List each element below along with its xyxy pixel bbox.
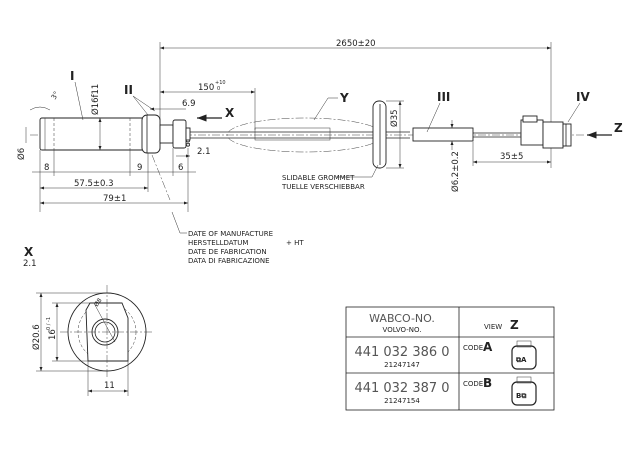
nut-width-label: 6 bbox=[178, 163, 183, 173]
view-x-title: X bbox=[24, 245, 34, 259]
volvo-number: 21247147 bbox=[384, 361, 420, 369]
callout-part-1: I bbox=[70, 69, 74, 83]
date-note-line-4: DATA DI FABRICAZIONE bbox=[188, 257, 270, 265]
connector-length-label: 35±5 bbox=[500, 152, 523, 162]
variant-table: WABCO-NO. VOLVO-NO. VIEW Z 441 032 386 0… bbox=[345, 306, 555, 411]
code-label: CODE bbox=[463, 344, 483, 352]
grommet-tol-lower: 0 bbox=[217, 86, 220, 92]
view-x-width-label: 11 bbox=[104, 381, 115, 391]
svg-text:⧉A: ⧉A bbox=[516, 356, 527, 364]
sensor-body: PROD bbox=[39, 114, 191, 154]
view-x-height-label: 16 bbox=[48, 329, 58, 340]
sensor-length-dimensions: 8 9 6 57.5±0.3 79±1 bbox=[32, 148, 196, 212]
nut-offset-label: 6.9 bbox=[182, 99, 196, 109]
connector bbox=[520, 115, 572, 149]
wabco-number: 441 032 387 0 bbox=[354, 381, 449, 396]
grommet-tol-upper: +10 bbox=[215, 80, 226, 86]
grommet-note-line-1: SLIDABLE GROMMET bbox=[282, 174, 355, 182]
table-row: 441 032 386 0 21247147 CODE A ⧉A bbox=[354, 340, 537, 370]
callout-detail-y: Y bbox=[339, 91, 349, 105]
view-x-scale: 2.1 bbox=[23, 259, 37, 269]
date-note-line-2: HERSTELLDATUM bbox=[188, 239, 248, 247]
body-diameter-label: Ø16f11 bbox=[90, 84, 101, 115]
grommet-diameter-label: Ø35 bbox=[389, 109, 400, 127]
callout-part-2: II bbox=[124, 83, 133, 97]
view-x-height-tol: 0 / -1 bbox=[46, 317, 52, 330]
connector-code-b-icon: B⧉ bbox=[511, 376, 537, 406]
code-label: CODE bbox=[463, 380, 483, 388]
overall-length-dimension: 2650±20 bbox=[159, 39, 552, 168]
tip-diameter-label: Ø6 bbox=[16, 148, 27, 160]
view-x-callout: X bbox=[225, 106, 235, 120]
body-length-label: 57.5±0.3 bbox=[74, 179, 114, 189]
code-letter: A bbox=[483, 340, 493, 354]
grommet-position-label: 150 bbox=[198, 83, 214, 93]
date-note-line-1: DATE OF MANUFACTURE bbox=[188, 230, 273, 238]
header-view-label: VIEW bbox=[484, 323, 502, 331]
code-letter: B bbox=[483, 376, 492, 390]
cable-diameter-label: Ø6.2±0.2 bbox=[450, 151, 461, 192]
grommet bbox=[372, 100, 387, 169]
table-row: 441 032 387 0 21247154 CODE B B⧉ bbox=[354, 376, 537, 406]
view-x-hole-label: Ø8 bbox=[93, 297, 104, 308]
header-wabco: WABCO-NO. bbox=[369, 312, 435, 325]
total-length-label: 79±1 bbox=[103, 194, 126, 204]
date-note-ht: + HT bbox=[286, 239, 304, 247]
grommet-position-dimension: 150 +10 0 bbox=[160, 80, 256, 130]
grommet-note-line-2: TUELLE VERSCHIEBBAR bbox=[281, 183, 365, 191]
header-volvo: VOLVO-NO. bbox=[383, 326, 422, 334]
cable-sleeve bbox=[412, 127, 474, 142]
header-view-letter: Z bbox=[510, 318, 519, 332]
overall-length-label: 2650±20 bbox=[336, 39, 376, 49]
angle-note: 3° bbox=[50, 90, 61, 101]
groove-length-label: 9 bbox=[137, 163, 142, 173]
view-x-detail: X 2.1 Ø8 Ø20.6 16 0 / -1 11 bbox=[23, 245, 152, 396]
tip-length-label: 8 bbox=[44, 163, 49, 173]
wabco-number: 441 032 386 0 bbox=[354, 345, 449, 360]
volvo-number: 21247154 bbox=[384, 397, 420, 405]
nut-gap-label: 2.1 bbox=[197, 147, 211, 157]
callout-part-4: IV bbox=[576, 90, 590, 104]
view-z-callout: Z bbox=[614, 121, 623, 135]
date-note-line-3: DATE DE FABRICATION bbox=[188, 248, 267, 256]
view-x-diameter-label: Ø20.6 bbox=[31, 324, 42, 350]
callout-part-3: III bbox=[437, 90, 450, 104]
svg-text:B⧉: B⧉ bbox=[516, 392, 526, 400]
connector-code-a-icon: ⧉A bbox=[511, 340, 537, 370]
